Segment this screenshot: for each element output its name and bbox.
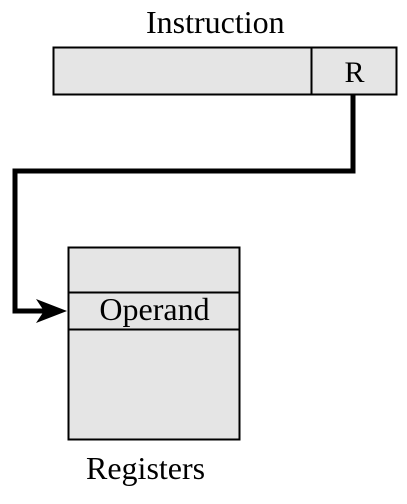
instruction-title: Instruction bbox=[146, 4, 285, 40]
arrowhead-icon bbox=[36, 299, 67, 323]
register-field-label: R bbox=[344, 56, 365, 89]
registers-title: Registers bbox=[86, 450, 206, 486]
operand-label: Operand bbox=[99, 291, 210, 327]
register-pointer-line bbox=[12, 95, 356, 314]
instruction-box bbox=[52, 46, 398, 96]
registers-box bbox=[67, 246, 241, 441]
